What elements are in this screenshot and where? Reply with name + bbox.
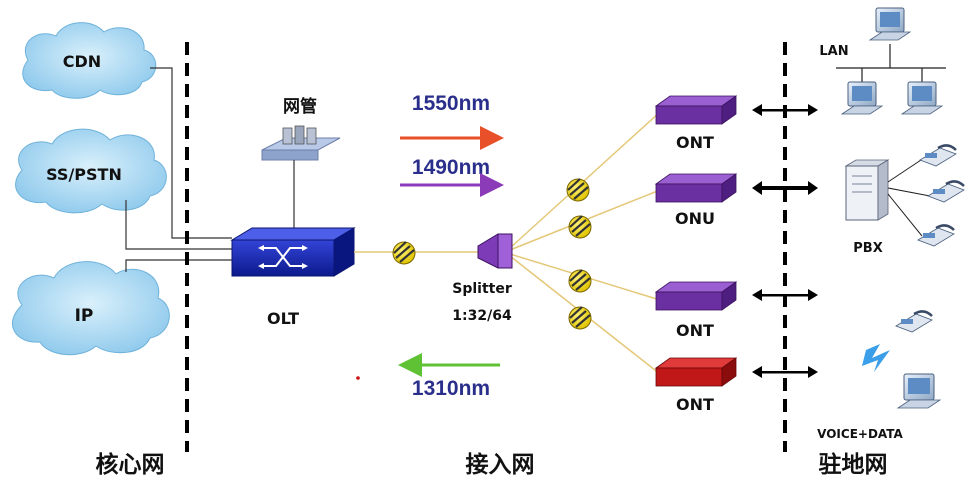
ont-device-3: ONT — [654, 281, 738, 340]
ont-device-4: ONT — [654, 357, 738, 414]
nms-label: 网管 — [283, 96, 317, 117]
wavelength-1310-label: 1310nm — [412, 377, 490, 400]
ip-label: IP — [75, 306, 94, 326]
ip-cloud: IP — [11, 261, 170, 356]
lan-label: LAN — [819, 44, 848, 59]
pstn-label: SS/PSTN — [46, 165, 122, 184]
olt-label: OLT — [267, 309, 299, 328]
wavelength-1550-label: 1550nm — [412, 92, 490, 115]
nms-station: 网管 — [261, 96, 341, 232]
voice-data-group: VOICE+DATA — [817, 310, 942, 441]
computer-icon — [868, 7, 912, 41]
coupler-icon — [392, 241, 416, 265]
computer-icon — [840, 81, 884, 115]
wavelength-1550: 1550nm — [400, 92, 504, 150]
double-arrow-icon — [752, 181, 818, 195]
zone-access-label: 接入网 — [466, 452, 535, 478]
computer-icon — [896, 373, 942, 409]
pbx-label: PBX — [853, 241, 882, 256]
core-links — [125, 67, 232, 272]
wavelength-1490: 1490nm — [400, 156, 504, 197]
coupler-icon — [568, 269, 592, 293]
wavelength-1490-label: 1490nm — [412, 156, 490, 179]
double-arrows — [752, 104, 818, 378]
voice-data-label: VOICE+DATA — [817, 427, 903, 441]
ont-device-1: ONT — [654, 95, 738, 152]
onu-device: ONU — [654, 173, 738, 228]
lan-group: LAN — [819, 7, 946, 115]
splitter-device: Splitter 1:32/64 — [452, 233, 513, 324]
lightning-icon — [862, 344, 890, 372]
telephone-icon — [895, 310, 933, 333]
pbx-server-icon — [844, 159, 890, 221]
olt-switch: OLT — [230, 227, 356, 328]
ont-3-label: ONT — [676, 321, 714, 340]
onu-label: ONU — [675, 209, 715, 228]
dot-marker — [356, 376, 360, 380]
coupler-icon — [568, 215, 592, 239]
telephone-icon — [919, 144, 957, 167]
splitter-label: Splitter — [452, 281, 512, 297]
ont-4-label: ONT — [676, 395, 714, 414]
zone-core-label: 核心网 — [96, 451, 165, 478]
telephone-icon — [927, 180, 965, 203]
coupler-icon — [566, 178, 590, 202]
wavelength-1310: 1310nm — [398, 353, 500, 400]
computer-icon — [900, 81, 944, 115]
pstn-cloud: SS/PSTN — [15, 128, 167, 214]
telephone-icon — [917, 224, 955, 247]
pbx-group: PBX — [844, 144, 965, 256]
ont-1-label: ONT — [676, 133, 714, 152]
double-arrow-icon — [752, 366, 818, 378]
double-arrow-icon — [752, 289, 818, 301]
cdn-cloud: CDN — [22, 22, 157, 99]
coupler-icon — [568, 306, 592, 330]
zone-premises-label: 驻地网 — [819, 452, 888, 478]
cdn-label: CDN — [63, 52, 101, 71]
double-arrow-icon — [752, 104, 818, 116]
fiber-couplers — [392, 178, 592, 330]
splitter-ratio-label: 1:32/64 — [452, 308, 512, 324]
